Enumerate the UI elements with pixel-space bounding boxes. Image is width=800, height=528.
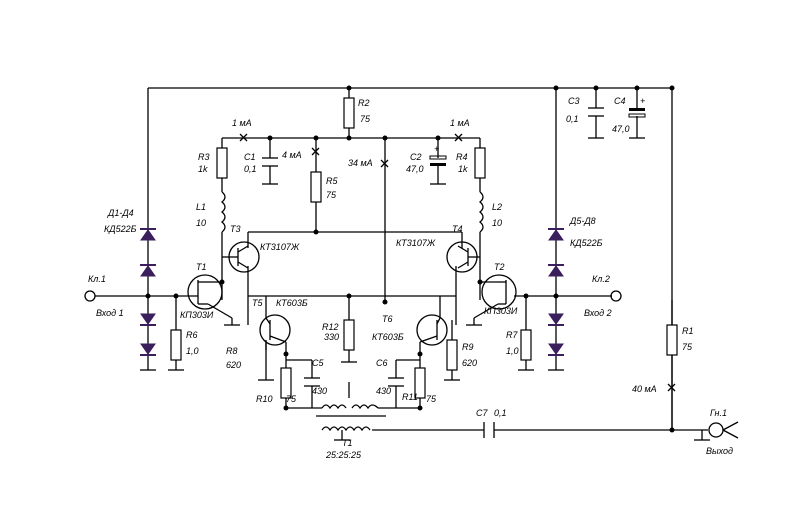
- l1-label: L1: [196, 202, 206, 212]
- r8-label: R8: [226, 346, 238, 356]
- c1-label: C1: [244, 152, 256, 162]
- transistors: [187, 241, 517, 346]
- current-40ma: 40 мА: [632, 384, 657, 394]
- input2-label: Вход 2: [584, 308, 612, 318]
- c1-value: 0,1: [244, 164, 257, 174]
- c3-label: C3: [568, 96, 580, 106]
- kl1-label: Кл.1: [88, 274, 106, 284]
- r11-label: R11: [402, 392, 418, 402]
- current-1ma-left: 1 мА: [232, 118, 252, 128]
- t6-label: T6: [382, 314, 393, 324]
- r12-value: 330: [324, 332, 339, 342]
- svg-text:+: +: [640, 96, 645, 106]
- d1-d4-type: КД522Б: [104, 224, 137, 234]
- c2-label: C2: [410, 152, 422, 162]
- transformer: [316, 404, 386, 432]
- r11-value: 75: [426, 394, 437, 404]
- t1-type: КП303И: [180, 310, 214, 320]
- d1-d4-label: Д1-Д4: [107, 208, 134, 218]
- r6-value: 1,0: [186, 346, 199, 356]
- t4-type: КТ3107Ж: [396, 238, 436, 248]
- wires: [95, 87, 708, 440]
- c2-value: 47,0: [406, 164, 424, 174]
- l2-label: L2: [492, 202, 502, 212]
- transformer-ratio: 25:25:25: [325, 450, 362, 460]
- r3-label: R3: [198, 152, 210, 162]
- ground-symbols: [140, 137, 710, 441]
- r9-value: 620: [462, 358, 477, 368]
- r4-label: R4: [456, 152, 468, 162]
- c5-label: C5: [312, 358, 324, 368]
- c5-value: 430: [312, 386, 327, 396]
- t2-label: T2: [494, 262, 505, 272]
- r4-value: 1k: [458, 164, 468, 174]
- t5-type: КТ603Б: [276, 298, 308, 308]
- labels: R2 75 C3 0,1 C4 47,0 1 мА 1 мА R3 1k C1 …: [88, 96, 733, 460]
- c6-value: 430: [376, 386, 391, 396]
- c4-label: C4: [614, 96, 626, 106]
- output-label: Выход: [706, 446, 733, 456]
- inductors: [220, 191, 484, 233]
- current-markers: [239, 133, 676, 392]
- t6-type: КТ603Б: [372, 332, 404, 342]
- r10-label: R10: [256, 394, 273, 404]
- c4-value: 47,0: [612, 124, 630, 134]
- t3-label: T3: [230, 224, 241, 234]
- r6-label: R6: [186, 330, 198, 340]
- terminals: [84, 290, 739, 439]
- c7-label: C7: [476, 408, 488, 418]
- r12-label: R12: [322, 322, 339, 332]
- r2-value: 75: [360, 114, 371, 124]
- r10-value: 75: [286, 394, 297, 404]
- d5-d8-label: Д5-Д8: [569, 216, 596, 226]
- t4-label: T4: [452, 224, 463, 234]
- transformer-label: T1: [342, 438, 353, 448]
- r2-label: R2: [358, 98, 370, 108]
- current-34ma: 34 мА: [348, 158, 373, 168]
- r8-value: 620: [226, 360, 241, 370]
- r3-value: 1k: [198, 164, 208, 174]
- gn1-label: Гн.1: [710, 408, 727, 418]
- t5-label: T5: [252, 298, 263, 308]
- r7-label: R7: [506, 330, 518, 340]
- resistors: [170, 97, 678, 399]
- capacitors: + +: [262, 96, 646, 438]
- kl2-label: Кл.2: [592, 274, 610, 284]
- c6-label: C6: [376, 358, 388, 368]
- l1-value: 10: [196, 218, 206, 228]
- t3-type: КТ3107Ж: [260, 242, 300, 252]
- l2-value: 10: [492, 218, 502, 228]
- r1-label: R1: [682, 326, 694, 336]
- c3-value: 0,1: [566, 114, 579, 124]
- current-1ma-right: 1 мА: [450, 118, 470, 128]
- current-4ma: 4 мА: [282, 150, 302, 160]
- c7-value: 0,1: [494, 408, 507, 418]
- junction-dots: [145, 85, 675, 433]
- svg-text:+: +: [434, 144, 439, 154]
- r5-value: 75: [326, 190, 337, 200]
- r5-label: R5: [326, 176, 338, 186]
- r9-label: R9: [462, 342, 474, 352]
- diodes: [140, 228, 564, 356]
- d5-d8-type: КД522Б: [570, 238, 603, 248]
- t1-label: T1: [196, 262, 207, 272]
- r7-value: 1,0: [506, 346, 519, 356]
- input1-label: Вход 1: [96, 308, 124, 318]
- t2-type: КП303И: [484, 306, 518, 316]
- r1-value: 75: [682, 342, 693, 352]
